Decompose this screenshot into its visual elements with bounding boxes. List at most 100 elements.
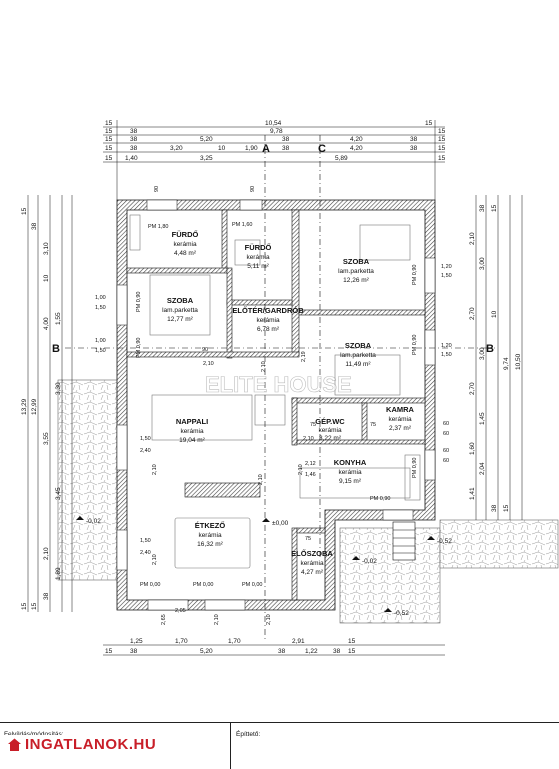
section-label-b-left: B	[52, 343, 60, 355]
dim-top-3-d: 38	[282, 136, 290, 143]
stairs	[392, 521, 416, 561]
pm-label: PM 0,90	[412, 265, 418, 285]
dim-right-5: 1,45	[479, 412, 486, 425]
room-area-furdo-1: 4,48 m²	[174, 250, 197, 257]
house-icon	[8, 738, 21, 751]
room-material-szoba-ne: lam.parketta	[338, 268, 374, 275]
right-dimension-lines	[475, 195, 523, 520]
dim-right-2: 2,10	[469, 232, 476, 245]
dim-right-14: 38	[491, 504, 498, 512]
dim-right-10: 2,70	[469, 382, 476, 395]
dim-left-14: 15	[31, 602, 38, 610]
watermark: ELITE HOUSE	[205, 372, 352, 397]
room-area-szoba-e: 11,49 m²	[345, 361, 371, 368]
room-area-eloter: 6,78 m²	[257, 326, 280, 333]
dim-top-4-a: 15	[105, 145, 113, 152]
dim-left-10: 15	[21, 207, 28, 215]
right-dimension-text: 9,74 10,50 2,10 3,00 2,70 1,45 1,60 2,04…	[469, 204, 522, 512]
room-area-furdo-2: 5,11 m²	[247, 263, 269, 270]
dim-top-2-b: 38	[130, 128, 138, 135]
room-name-kamra: KAMRA	[386, 405, 414, 414]
room-name-eloter: ELŐTÉR/GARDRÓB	[232, 306, 304, 315]
dim-top-3-e: 4,20	[350, 136, 363, 143]
dim-left-6: 3,55	[43, 432, 50, 445]
dim-bottom-2-e: 1,22	[305, 648, 318, 655]
dim-right-6: 1,60	[469, 442, 476, 455]
dim-right-1: 10,50	[515, 353, 522, 370]
dim-top-1-b: 10,54	[265, 120, 282, 127]
floor-plan: A C B B ELITE HOUSE FÜRDŐ kerámia 4,48 m…	[21, 120, 559, 656]
room-name-nappali: NAPPALI	[176, 417, 208, 426]
dim-right-8: 1,41	[469, 487, 476, 500]
room-name-szoba-w: SZOBA	[167, 296, 194, 305]
opening-label: 90	[250, 186, 256, 192]
dim-right-11: 15	[491, 204, 498, 212]
dim-top-4-d: 10	[218, 145, 226, 152]
room-material-szoba-w: lam.parketta	[162, 307, 198, 314]
dim-right-13: 10	[491, 310, 498, 318]
top-dimension-text: 15 10,54 15 15 38 9,78 15 15 38 5,20 38 …	[105, 120, 446, 162]
windows	[116, 199, 436, 611]
opening-label: 2,10	[203, 361, 214, 367]
opening-label: 60	[443, 458, 449, 464]
dim-left-1: 12,99	[31, 398, 38, 415]
paving	[57, 379, 559, 624]
dim-bottom-2-g: 15	[348, 648, 356, 655]
dim-top-3-f: 38	[410, 136, 418, 143]
dim-top-4-i: 15	[438, 145, 446, 152]
opening-label: 1,50	[140, 436, 151, 442]
bottom-dimension-text: 1,25 1,70 1,70 2,91 15 15 38 5,20 38 1,2…	[105, 638, 356, 655]
level-marker-icon	[384, 608, 392, 612]
dim-bottom-1-d: 2,91	[292, 638, 305, 645]
opening-label: 2,10	[258, 474, 264, 485]
room-name-szoba-e: SZOBA	[345, 341, 372, 350]
level-value: ±0,00	[272, 520, 289, 527]
pm-label: PM 0,00	[242, 582, 262, 588]
pm-label: PM 0,90	[412, 458, 418, 478]
room-labels: FÜRDŐ kerámia 4,48 m² FÜRDŐ kerámia 5,11…	[162, 230, 414, 576]
opening-label: 2,10	[152, 554, 158, 565]
pm-label: PM 0,90	[136, 338, 142, 358]
room-material-kamra: kerámia	[388, 416, 412, 423]
dim-top-3-a: 15	[105, 136, 113, 143]
top-dimension-lines	[103, 120, 445, 200]
room-area-etkezo: 16,32 m²	[197, 541, 223, 548]
dim-top-5-b: 1,40	[125, 155, 138, 162]
dim-bottom-1-e: 15	[348, 638, 356, 645]
dim-top-1-c: 15	[425, 120, 433, 127]
dim-top-5-c: 3,25	[200, 155, 213, 162]
level-marker-icon	[262, 518, 270, 522]
title-block: Felvíldás/módosítás: Építtető:	[0, 722, 559, 769]
room-name-furdo-2: FÜRDŐ	[245, 243, 272, 252]
opening-label: 1,46	[305, 472, 316, 478]
opening-label: 60	[443, 421, 449, 427]
dim-top-2-c: 9,78	[270, 128, 283, 135]
level-value: -0,02	[362, 558, 377, 565]
dim-bottom-2-c: 5,20	[200, 648, 213, 655]
dim-bottom-2-d: 38	[278, 648, 286, 655]
dim-bottom-2-b: 38	[130, 648, 138, 655]
room-name-eloszoba: ELŐSZOBA	[291, 549, 333, 558]
dim-top-4-e: 1,90	[245, 145, 258, 152]
dim-top-4-b: 38	[130, 145, 138, 152]
title-block-left-cell: Felvíldás/módosítás:	[0, 723, 231, 769]
dim-left-0: 13,29	[21, 398, 28, 415]
section-label-a: A	[262, 143, 270, 155]
dim-left-9: 2,10	[43, 547, 50, 560]
opening-label: 75	[310, 422, 316, 428]
dim-right-9: 3,00	[479, 347, 486, 360]
opening-label: 2,19	[301, 351, 307, 362]
furniture	[129, 214, 421, 569]
dim-left-11: 38	[31, 222, 38, 230]
room-area-kamra: 2,37 m²	[389, 425, 412, 432]
level-value: -0,02	[86, 518, 101, 525]
pm-label: PM 1,80	[148, 224, 168, 230]
room-material-furdo-2: kerámia	[246, 254, 270, 261]
room-area-szoba-w: 12,77 m²	[167, 316, 193, 323]
dim-bottom-1-b: 1,70	[175, 638, 188, 645]
dim-top-3-b: 38	[130, 136, 138, 143]
dim-left-12: 10	[43, 274, 50, 282]
opening-annotations: PM 1,80 PM 1,60 PM 0,90 PM 0,90 PM 0,90 …	[95, 186, 452, 625]
section-label-b-right: B	[486, 343, 494, 355]
opening-label: 2,65	[161, 614, 167, 625]
